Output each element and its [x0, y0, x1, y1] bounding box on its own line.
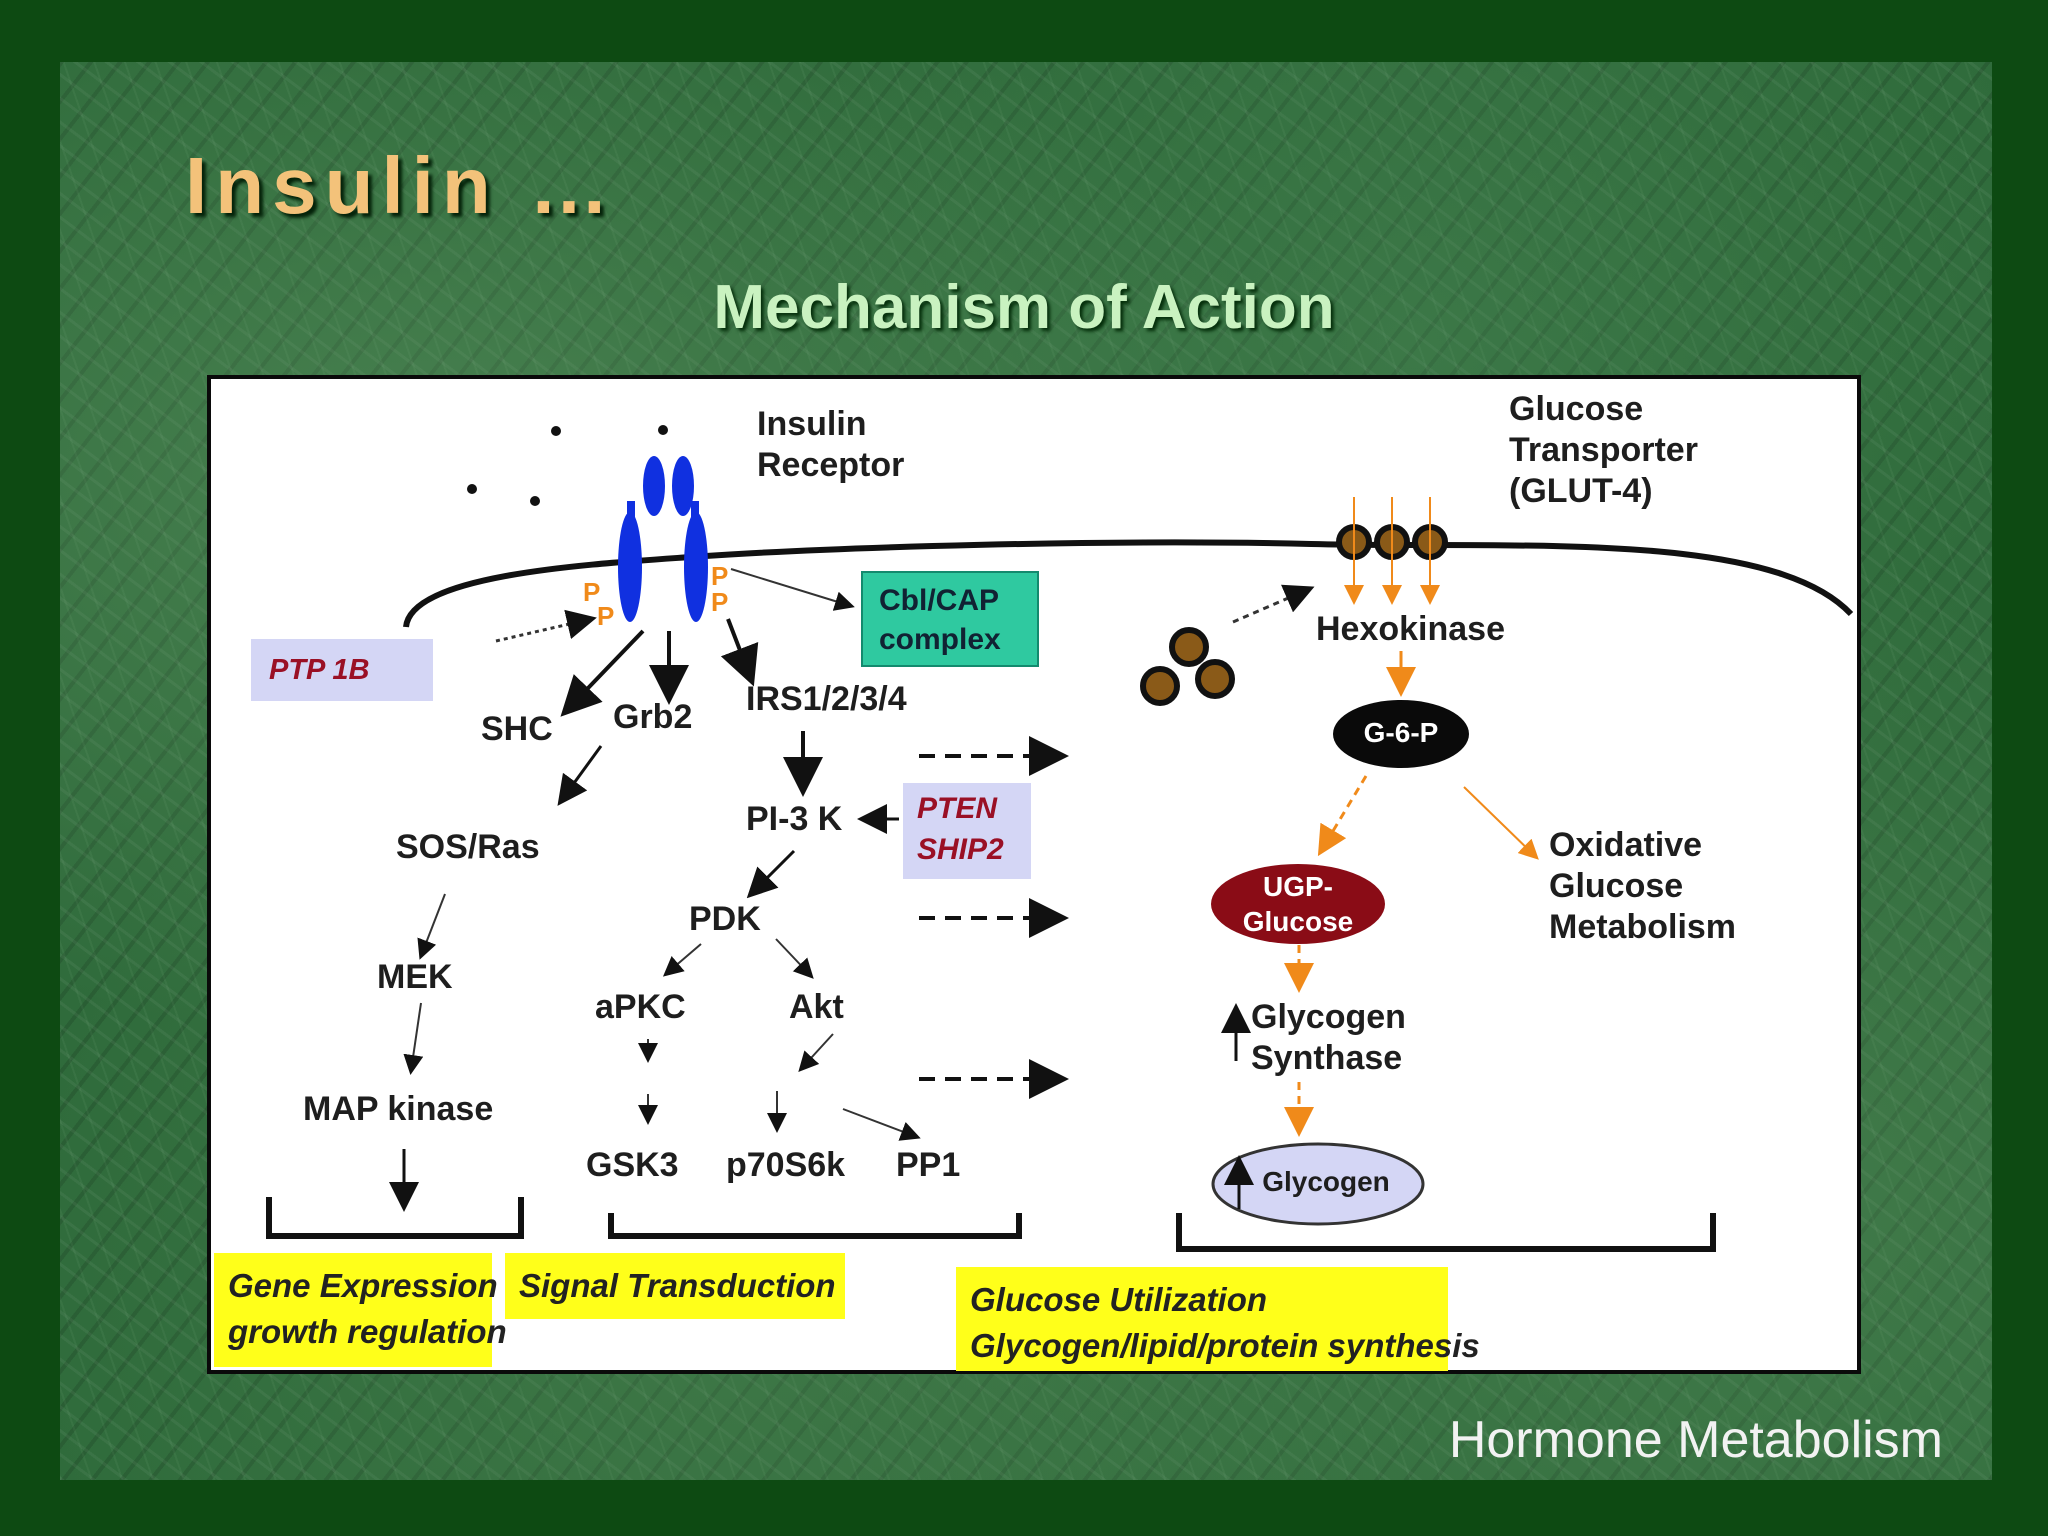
- pp1-label: PP1: [896, 1146, 961, 1184]
- insulin-molecule: [467, 484, 477, 494]
- pi3k-label: PI-3 K: [746, 800, 843, 838]
- slide-title: Insulin …: [185, 141, 617, 230]
- ugp-glucose-label: UGP- Glucose: [1242, 871, 1354, 937]
- glycogen-synthase-label: Glycogen Synthase: [1251, 998, 1406, 1077]
- gene-expression-box: Gene Expression growth regulation: [214, 1253, 507, 1367]
- grb2-label: Grb2: [613, 698, 693, 736]
- glycogen-oval: [1211, 1142, 1425, 1226]
- glut4-vesicles: [1140, 627, 1235, 706]
- irs-label: IRS1/2/3/4: [746, 680, 907, 718]
- bracket-signal-transduction: [608, 1213, 1022, 1239]
- cell-membrane: [403, 539, 1854, 628]
- phospho-label: P: [711, 561, 729, 591]
- arrow-g6p-oxidative: [1463, 786, 1539, 860]
- arrow-mek-map: [403, 1002, 424, 1075]
- phospho-label: P: [597, 601, 615, 631]
- slide-footer: Hormone Metabolism: [1448, 1411, 1943, 1469]
- signal-transduction-box: Signal Transduction: [505, 1253, 845, 1319]
- insulin-receptor-label: Insulin Receptor: [757, 405, 905, 484]
- pten-ship2-box: PTEN SHIP2: [903, 783, 1031, 879]
- ptp1b-box: PTP 1B: [251, 639, 433, 701]
- mek-label: MEK: [377, 958, 453, 996]
- bracket-gene-expression: [266, 1197, 524, 1239]
- arrow-sos-mek: [417, 893, 446, 960]
- hexokinase-label: Hexokinase: [1316, 610, 1505, 648]
- ugp-glucose-oval: [1211, 864, 1385, 944]
- pdk-label: PDK: [689, 900, 761, 938]
- arrow-to-irs: [720, 618, 759, 687]
- insulin-molecule: [551, 426, 561, 436]
- bracket-glucose-utilization: [1176, 1213, 1716, 1252]
- phospho-label: P: [583, 577, 601, 607]
- slide-subtitle: Mechanism of Action: [713, 273, 1335, 342]
- pathway-arrows: [266, 425, 1854, 1252]
- oxidative-metabolism-label: Oxidative Glucose Metabolism: [1549, 826, 1737, 946]
- phospho-label: P: [711, 587, 729, 617]
- p70s6k-label: p70S6k: [726, 1146, 846, 1184]
- arrow-pdk-apkc: [662, 943, 702, 977]
- cbl-cap-complex-box: Cbl/CAP complex: [861, 571, 1039, 667]
- arrow-g6p-ugp: [1317, 775, 1368, 857]
- gsk3-label: GSK3: [586, 1146, 679, 1184]
- glucose-transporter-label: Glucose Transporter (GLUT-4): [1509, 390, 1698, 510]
- map-kinase-label: MAP kinase: [303, 1090, 494, 1128]
- arrow-to-cbl: [730, 568, 855, 611]
- arrow-to-pp1: [842, 1108, 921, 1141]
- g6p-label: G-6-P: [1363, 717, 1439, 748]
- arrow-akt-down: [798, 1033, 834, 1072]
- insulin-pathway-diagram: P P P P Insulin Receptor Glucose Transpo…: [207, 375, 1861, 1374]
- arrow-glut4-translocation: [1232, 584, 1315, 624]
- arrow-grb2-sos: [557, 745, 603, 806]
- insulin-receptor-shape: [618, 456, 708, 622]
- arrow-pi3k-pdk: [746, 849, 796, 899]
- glycogen-label: Glycogen: [1262, 1166, 1390, 1197]
- akt-label: Akt: [789, 988, 844, 1026]
- ptp1b-inhibition-arrow: [495, 609, 597, 643]
- glucose-utilization-box: Glucose Utilization Glycogen/lipid/prote…: [956, 1267, 1480, 1371]
- apkc-label: aPKC: [595, 988, 686, 1026]
- insulin-molecule: [530, 496, 540, 506]
- g6p-oval: [1333, 700, 1469, 768]
- sos-ras-label: SOS/Ras: [396, 828, 540, 866]
- arrow-pdk-akt: [775, 938, 814, 979]
- arrow-to-shc: [560, 629, 645, 717]
- shc-label: SHC: [481, 710, 553, 748]
- insulin-molecule: [658, 425, 668, 435]
